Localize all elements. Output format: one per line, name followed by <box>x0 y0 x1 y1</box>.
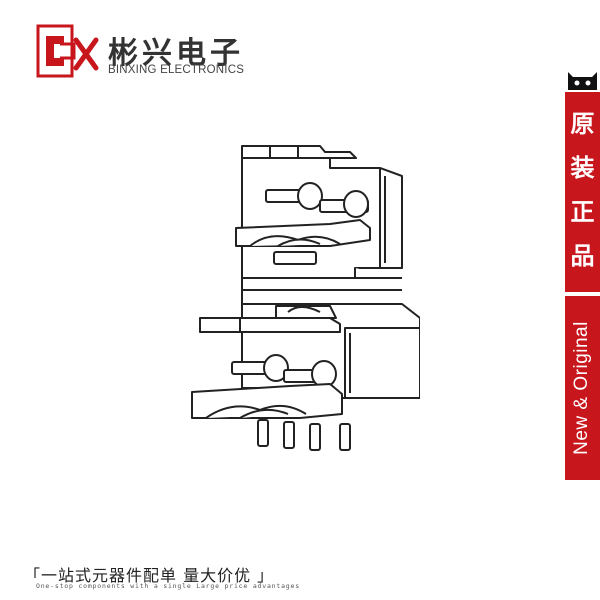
banner-red-bottom <box>565 296 600 480</box>
footer-slogan-cn: 「一站式元器件配单 量大价优 」 <box>24 566 275 585</box>
banner-red-top <box>565 92 600 292</box>
banner-text-cn: 原装正品 <box>570 110 595 270</box>
connector-line-drawing <box>191 145 420 451</box>
side-banner: 原装正品 New & Original <box>565 70 600 480</box>
brand-name-en: BINXING ELECTRONICS <box>108 64 245 76</box>
banner-divider <box>565 292 600 296</box>
footer-slogan-en: One-stop components with a single Large … <box>36 582 300 590</box>
brand-name-cn: 彬兴电子 <box>108 36 244 71</box>
brand-logo: 彬兴电子 BINXING ELECTRONICS <box>36 24 256 84</box>
banner-text-en: New & Original <box>571 321 592 455</box>
bx-logo-icon <box>36 24 99 78</box>
tmall-cat-icon <box>568 72 597 90</box>
